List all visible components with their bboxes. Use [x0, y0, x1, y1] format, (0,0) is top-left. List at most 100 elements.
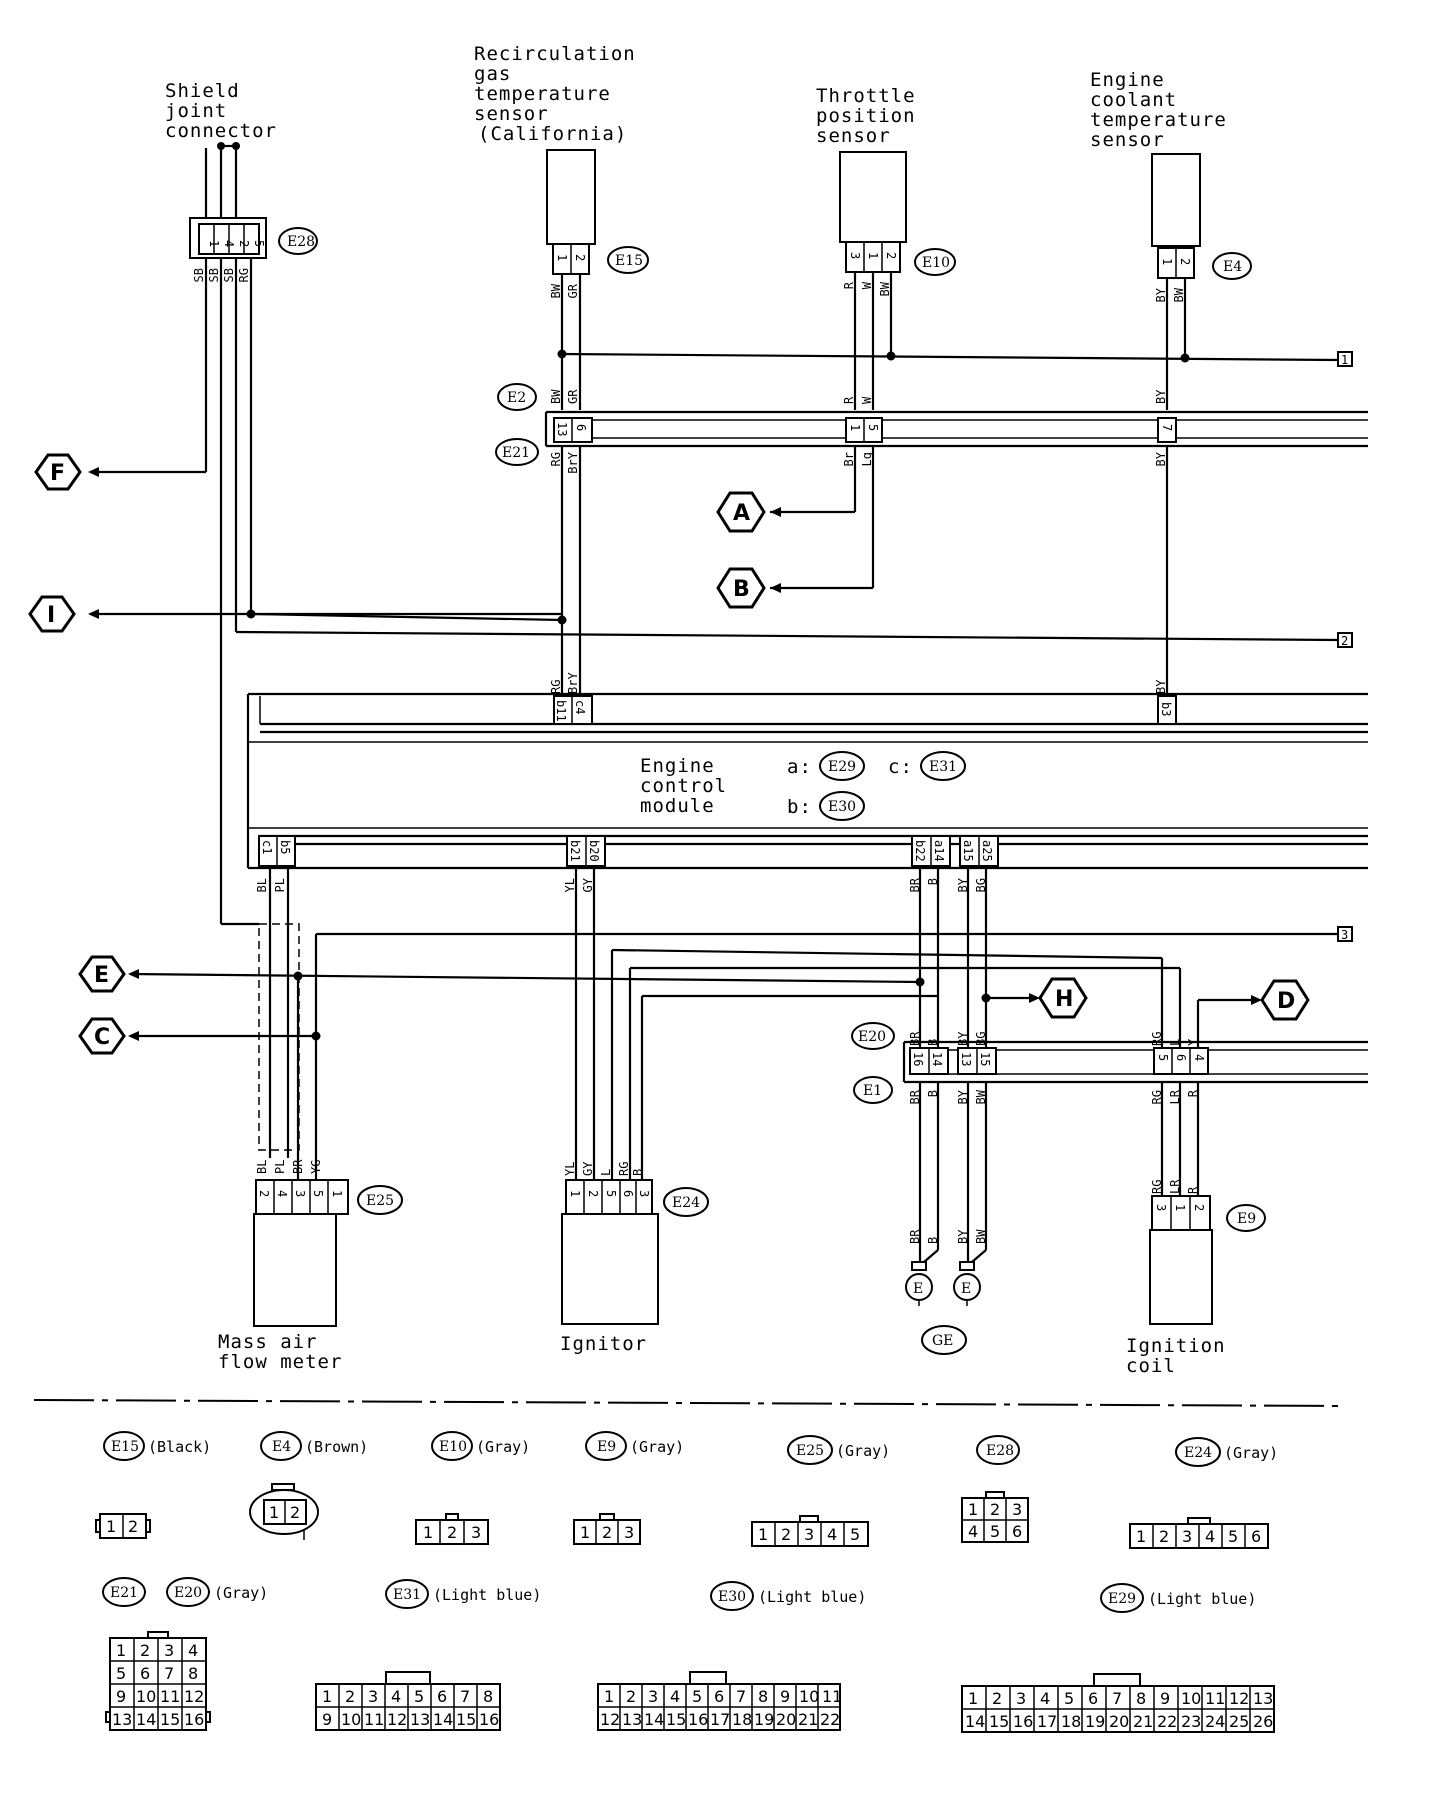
ignitor-body — [561, 1213, 659, 1325]
e24-id: E24 — [663, 1187, 709, 1217]
svg-text:BW: BW — [1172, 287, 1186, 302]
svg-text:B: B — [926, 1237, 940, 1244]
svg-text:8: 8 — [1136, 1689, 1146, 1708]
svg-text:BW: BW — [549, 389, 563, 404]
svg-text:GE: GE — [932, 1333, 953, 1349]
svg-text:E9: E9 — [1237, 1211, 1256, 1227]
svg-text:19: 19 — [754, 1710, 774, 1729]
svg-text:9: 9 — [780, 1687, 790, 1706]
svg-text:E: E — [94, 963, 109, 988]
ref-E: E — [78, 955, 126, 993]
svg-text:BW: BW — [974, 1229, 988, 1244]
e10-connector: 3 1 2 — [845, 241, 901, 273]
svg-text:26: 26 — [1253, 1712, 1273, 1731]
svg-text:5: 5 — [850, 1525, 860, 1544]
e15-id: E15 — [607, 246, 649, 274]
maf-label: Mass air flow meter — [218, 1331, 342, 1373]
svg-text:1: 1 — [1136, 1527, 1146, 1546]
svg-text:BY: BY — [956, 877, 970, 892]
svg-text:b21: b21 — [568, 840, 582, 862]
e28-wire-codes: SB SB SB RG — [192, 268, 251, 282]
svg-text:12: 12 — [184, 1687, 204, 1706]
svg-text:gas: gas — [474, 63, 511, 85]
svg-text:BG: BG — [974, 1032, 988, 1046]
svg-text:b11: b11 — [554, 700, 568, 722]
e4-id: E4 — [1212, 252, 1252, 280]
svg-text:10: 10 — [136, 1687, 156, 1706]
svg-text:10: 10 — [341, 1710, 361, 1729]
svg-text:E31: E31 — [393, 1587, 421, 1603]
svg-text:5: 5 — [692, 1687, 702, 1706]
svg-text:25: 25 — [1229, 1712, 1249, 1731]
svg-text:2: 2 — [447, 1523, 457, 1542]
svg-text:5: 5 — [414, 1687, 424, 1706]
svg-text:2: 2 — [1178, 258, 1192, 265]
egr-sensor-label: Recirculation gas temperature sensor (Ca… — [474, 43, 636, 145]
svg-text:6: 6 — [437, 1687, 447, 1706]
svg-text:11: 11 — [1205, 1689, 1225, 1708]
svg-text:4: 4 — [275, 1190, 289, 1197]
svg-text:BL: BL — [255, 1160, 269, 1174]
svg-text:7: 7 — [1112, 1689, 1122, 1708]
svg-text:E24: E24 — [1184, 1445, 1212, 1461]
svg-text:11: 11 — [364, 1710, 384, 1729]
svg-text:2: 2 — [992, 1689, 1002, 1708]
svg-text:b22: b22 — [913, 840, 927, 862]
e25-connector: 2 4 3 5 1 — [255, 1179, 349, 1215]
svg-text:16: 16 — [479, 1710, 499, 1729]
svg-text:10: 10 — [799, 1687, 819, 1706]
svg-text:E28: E28 — [287, 234, 315, 250]
svg-text:c:: c: — [888, 756, 913, 778]
svg-text:13: 13 — [959, 1052, 973, 1066]
svg-text:3: 3 — [1016, 1689, 1026, 1708]
svg-text:1: 1 — [423, 1523, 433, 1542]
svg-text:22: 22 — [1157, 1712, 1177, 1731]
svg-text:Engine: Engine — [640, 755, 715, 777]
svg-text:R: R — [1186, 1089, 1200, 1097]
svg-text:GY: GY — [581, 877, 595, 892]
ecm-bottom-pins: c1 b5 b21 b20 b22 a14 a15 a25 — [258, 835, 999, 867]
svg-text:BW: BW — [974, 1089, 988, 1104]
e21-harness-connector: 13 6 1 5 7 — [544, 410, 1368, 448]
svg-text:BR: BR — [291, 1159, 305, 1174]
svg-text:4: 4 — [1040, 1689, 1050, 1708]
svg-text:12: 12 — [600, 1710, 620, 1729]
svg-text:5: 5 — [990, 1522, 1000, 1541]
svg-text:sensor: sensor — [474, 103, 549, 125]
svg-text:E10: E10 — [439, 1439, 467, 1455]
svg-text:SB: SB — [207, 268, 221, 282]
ground-symbol-1: E — [905, 1249, 939, 1306]
svg-text:module: module — [640, 795, 715, 817]
svg-text:2: 2 — [884, 252, 898, 259]
svg-text:6: 6 — [1251, 1527, 1261, 1546]
ecm-connector-a: a: E29 — [787, 751, 865, 781]
svg-text:3: 3 — [848, 252, 862, 259]
svg-text:GR: GR — [566, 283, 580, 298]
ecm-top-wire-codes: RG BrY BY — [549, 672, 1168, 694]
svg-text:Ignition: Ignition — [1126, 1335, 1226, 1357]
svg-text:flow meter: flow meter — [218, 1351, 342, 1373]
svg-text:position: position — [816, 105, 916, 127]
svg-text:15: 15 — [456, 1710, 476, 1729]
ref-I: I — [28, 595, 76, 633]
engine-control-module: b11 c4 b3 — [246, 692, 1368, 870]
engine-coolant-sensor-label: Engine coolant temperature sensor — [1090, 69, 1226, 151]
svg-text:2: 2 — [257, 1190, 271, 1197]
svg-text:2: 2 — [345, 1687, 355, 1706]
svg-text:8: 8 — [758, 1687, 768, 1706]
svg-text:2: 2 — [602, 1523, 612, 1542]
svg-text:11: 11 — [822, 1687, 842, 1706]
svg-text:(Light blue): (Light blue) — [433, 1586, 541, 1604]
svg-text:a14: a14 — [932, 840, 946, 862]
svg-text:4: 4 — [827, 1525, 837, 1544]
svg-text:YL: YL — [563, 878, 577, 892]
svg-text:E29: E29 — [1108, 1591, 1136, 1607]
e25-id: E25 — [357, 1185, 403, 1215]
svg-text:18: 18 — [1061, 1712, 1081, 1731]
ref-2-box: 2 — [1337, 632, 1353, 648]
svg-text:C: C — [94, 1025, 110, 1050]
svg-text:Recirculation: Recirculation — [474, 43, 636, 65]
